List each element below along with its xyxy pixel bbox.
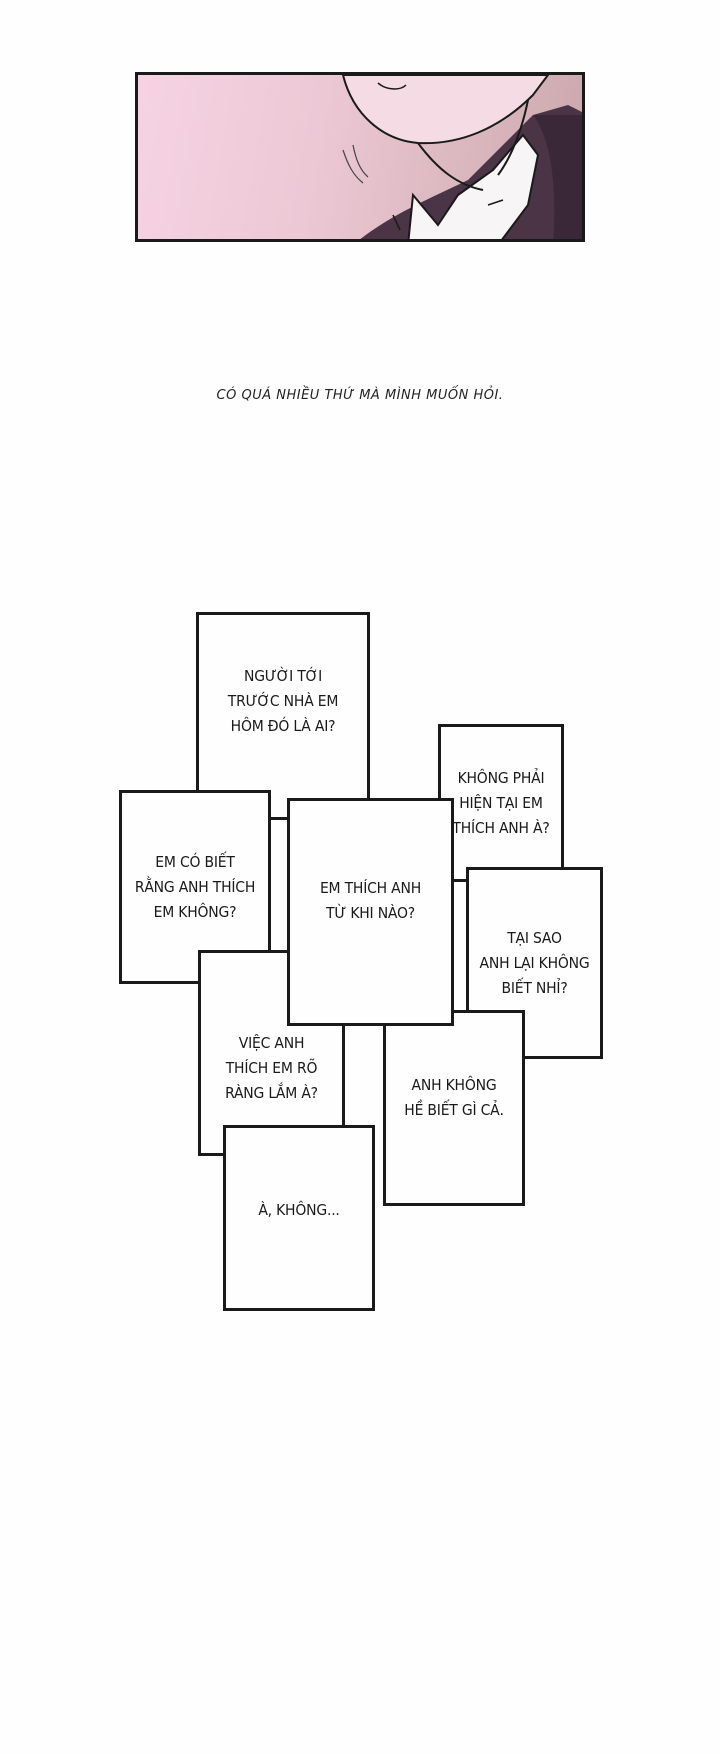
note-who-came: NGƯỜI TỚI TRƯỚC NHÀ EM HÔM ĐÓ LÀ AI? bbox=[196, 612, 370, 820]
narration-caption: CÓ QUÁ NHIỀU THỨ MÀ MÌNH MUỐN HỎI. bbox=[216, 388, 504, 403]
note-text: VIỆC ANH THÍCH EM RÕ RÀNG LẮM À? bbox=[225, 1033, 318, 1102]
comic-panel-top bbox=[135, 72, 585, 242]
note-text: À, KHÔNG... bbox=[258, 1200, 340, 1219]
note-text: TẠI SAO ANH LẠI KHÔNG BIẾT NHỈ? bbox=[479, 928, 590, 997]
note-text: KHÔNG PHẢI HIỆN TẠI EM THÍCH ANH À? bbox=[452, 768, 550, 837]
note-ah-no: À, KHÔNG... bbox=[223, 1125, 375, 1311]
note-do-you-know: EM CÓ BIẾT RẰNG ANH THÍCH EM KHÔNG? bbox=[119, 790, 271, 984]
note-not-now: KHÔNG PHẢI HIỆN TẠI EM THÍCH ANH À? bbox=[438, 724, 564, 882]
note-so-obvious: VIỆC ANH THÍCH EM RÕ RÀNG LẮM À? bbox=[198, 950, 345, 1156]
note-why-not-know: TẠI SAO ANH LẠI KHÔNG BIẾT NHỈ? bbox=[466, 867, 603, 1059]
note-text: NGƯỜI TỚI TRƯỚC NHÀ EM HÔM ĐÓ LÀ AI? bbox=[227, 666, 339, 735]
note-since-when: EM THÍCH ANH TỪ KHI NÀO? bbox=[287, 798, 454, 1026]
note-text: EM THÍCH ANH TỪ KHI NÀO? bbox=[319, 879, 422, 922]
character-illustration bbox=[341, 75, 582, 239]
note-know-nothing: ANH KHÔNG HỀ BIẾT GÌ CẢ. bbox=[383, 1010, 525, 1206]
note-text: ANH KHÔNG HỀ BIẾT GÌ CẢ. bbox=[404, 1076, 504, 1119]
note-text: EM CÓ BIẾT RẰNG ANH THÍCH EM KHÔNG? bbox=[134, 852, 256, 921]
